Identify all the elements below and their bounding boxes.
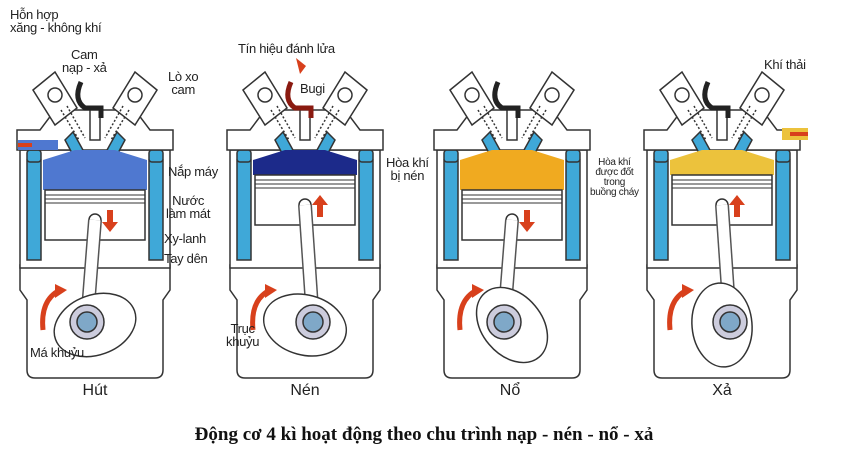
coolant-top-left [443,149,459,163]
label-cylinder-head: Nắp máy [168,164,218,179]
intake-flow [18,140,58,150]
coolant-top-right [358,149,374,163]
valve-spring-right [521,105,547,141]
crankshaft-pin [76,311,98,333]
coolant-jacket-right [565,159,581,261]
coolant-top-left [26,149,42,163]
rotation-arrowhead [55,284,67,298]
combustion-chamber [253,150,357,175]
rotation-arrowhead [682,284,694,298]
engine-power [433,70,591,379]
valve-spring-left [60,105,86,141]
valve-spring-left [270,105,296,141]
coolant-jacket-left [443,159,459,261]
exhaust-cam [544,87,560,103]
coolant-top-left [653,149,669,163]
coolant-jacket-left [236,159,252,261]
label-exhaust: Khí thải [764,57,806,72]
coolant-top-right [775,149,791,163]
label-ignition-signal: Tín hiệu đánh lửa [238,41,335,56]
stroke-label-power: Nổ [499,382,521,399]
combustion-chamber [460,150,564,190]
piston-direction-arrow [519,210,535,232]
coolant-jacket-right [775,159,791,261]
stroke-label-compression: Nén [290,382,320,399]
label-crank-web: Má khuỷu [30,345,84,360]
piston-direction-arrow [102,210,118,232]
label-connecting-rod: Tay dên [164,251,208,266]
coolant-jacket-left [653,159,669,261]
intake-cam [674,87,690,103]
stroke-label-exhaust: Xả [712,382,732,399]
stroke-label-intake: Hút [82,382,108,399]
valve-spring-right [314,105,340,141]
crankshaft-pin [719,311,741,333]
ignition-arrow [296,58,306,74]
intake-cam [47,87,63,103]
label-spark-plug: Bugi [300,81,325,96]
coolant-jacket-right [358,159,374,261]
spark-wire [702,80,731,118]
combustion-chamber [670,150,774,175]
coolant-top-left [236,149,252,163]
crankshaft-pin [493,311,515,333]
coolant-jacket-left [26,159,42,261]
valve-spring-right [731,105,757,141]
combustion-chamber [43,150,147,190]
intake-cam [257,87,273,103]
exhaust-cam [127,87,143,103]
piston-direction-arrow [729,195,745,217]
spark-wire [285,80,314,118]
engine-exhaust [643,70,801,379]
rotation-arrowhead [265,284,277,298]
label-cylinder: Xy-lanh [164,231,206,246]
valve-spring-left [687,105,713,141]
intake-cam [464,87,480,103]
spark-wire [75,80,104,118]
coolant-jacket-right [148,159,164,261]
valve-spring-right [104,105,130,141]
spark-wire [492,80,521,118]
coolant-top-right [148,149,164,163]
engine-compression [226,70,384,379]
piston-direction-arrow [312,195,328,217]
valve-spring-left [477,105,503,141]
crankshaft-pin [302,311,324,333]
exhaust-cam [337,87,353,103]
coolant-top-right [565,149,581,163]
engine-intake [16,70,174,379]
rotation-arrowhead [472,284,484,298]
caption: Động cơ 4 kì hoạt động theo chu trình nạ… [194,424,654,445]
exhaust-cam [754,87,770,103]
